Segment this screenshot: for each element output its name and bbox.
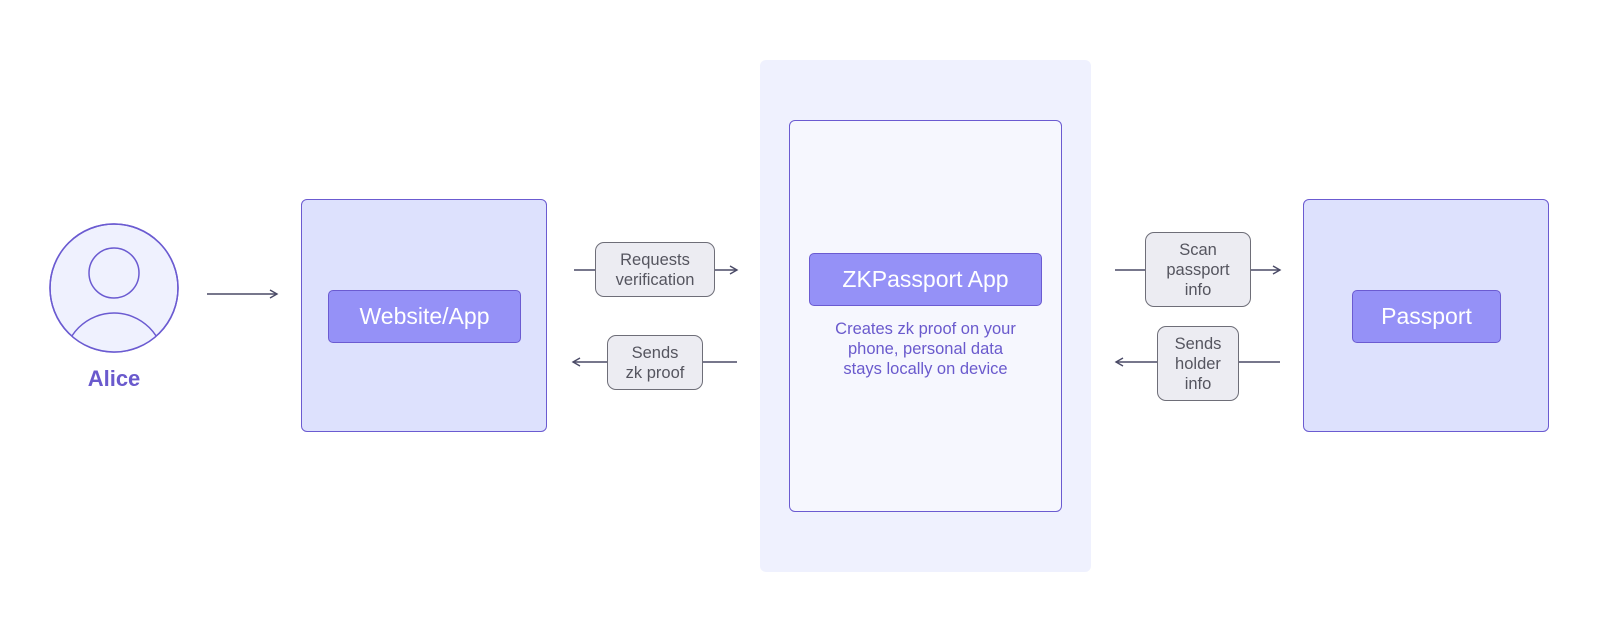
zkpassport-description: Creates zk proof on your phone, personal… bbox=[800, 319, 1051, 379]
scan-passport-info-label: Scan passport info bbox=[1145, 232, 1251, 307]
zkpassport-description-line: stays locally on device bbox=[843, 360, 1008, 378]
phone-screen bbox=[789, 120, 1062, 512]
message-line: verification bbox=[615, 270, 695, 289]
message-line: zk proof bbox=[625, 363, 685, 382]
sends-holder-info-label: Sends holder info bbox=[1157, 326, 1239, 401]
alice-avatar-icon bbox=[49, 223, 179, 353]
sends-zk-proof-label: Sends zk proof bbox=[607, 335, 703, 390]
actor-name: Alice bbox=[87, 366, 141, 391]
zkpassport-app-label: ZKPassport App bbox=[809, 253, 1042, 306]
message-line: info bbox=[1184, 374, 1212, 393]
message-line: info bbox=[1184, 280, 1212, 299]
message-line: Requests bbox=[620, 250, 690, 269]
website-app-label: Website/App bbox=[328, 290, 521, 343]
message-line: Sends bbox=[631, 343, 679, 362]
zkpassport-description-line: Creates zk proof on your bbox=[835, 320, 1016, 338]
passport-label: Passport bbox=[1352, 290, 1501, 343]
requests-verification-label: Requests verification bbox=[595, 242, 715, 297]
message-line: holder bbox=[1175, 354, 1221, 373]
message-line: Sends bbox=[1174, 334, 1222, 353]
message-line: passport bbox=[1166, 260, 1230, 279]
message-line: Scan bbox=[1179, 240, 1217, 259]
zkpassport-description-line: phone, personal data bbox=[847, 340, 1004, 358]
